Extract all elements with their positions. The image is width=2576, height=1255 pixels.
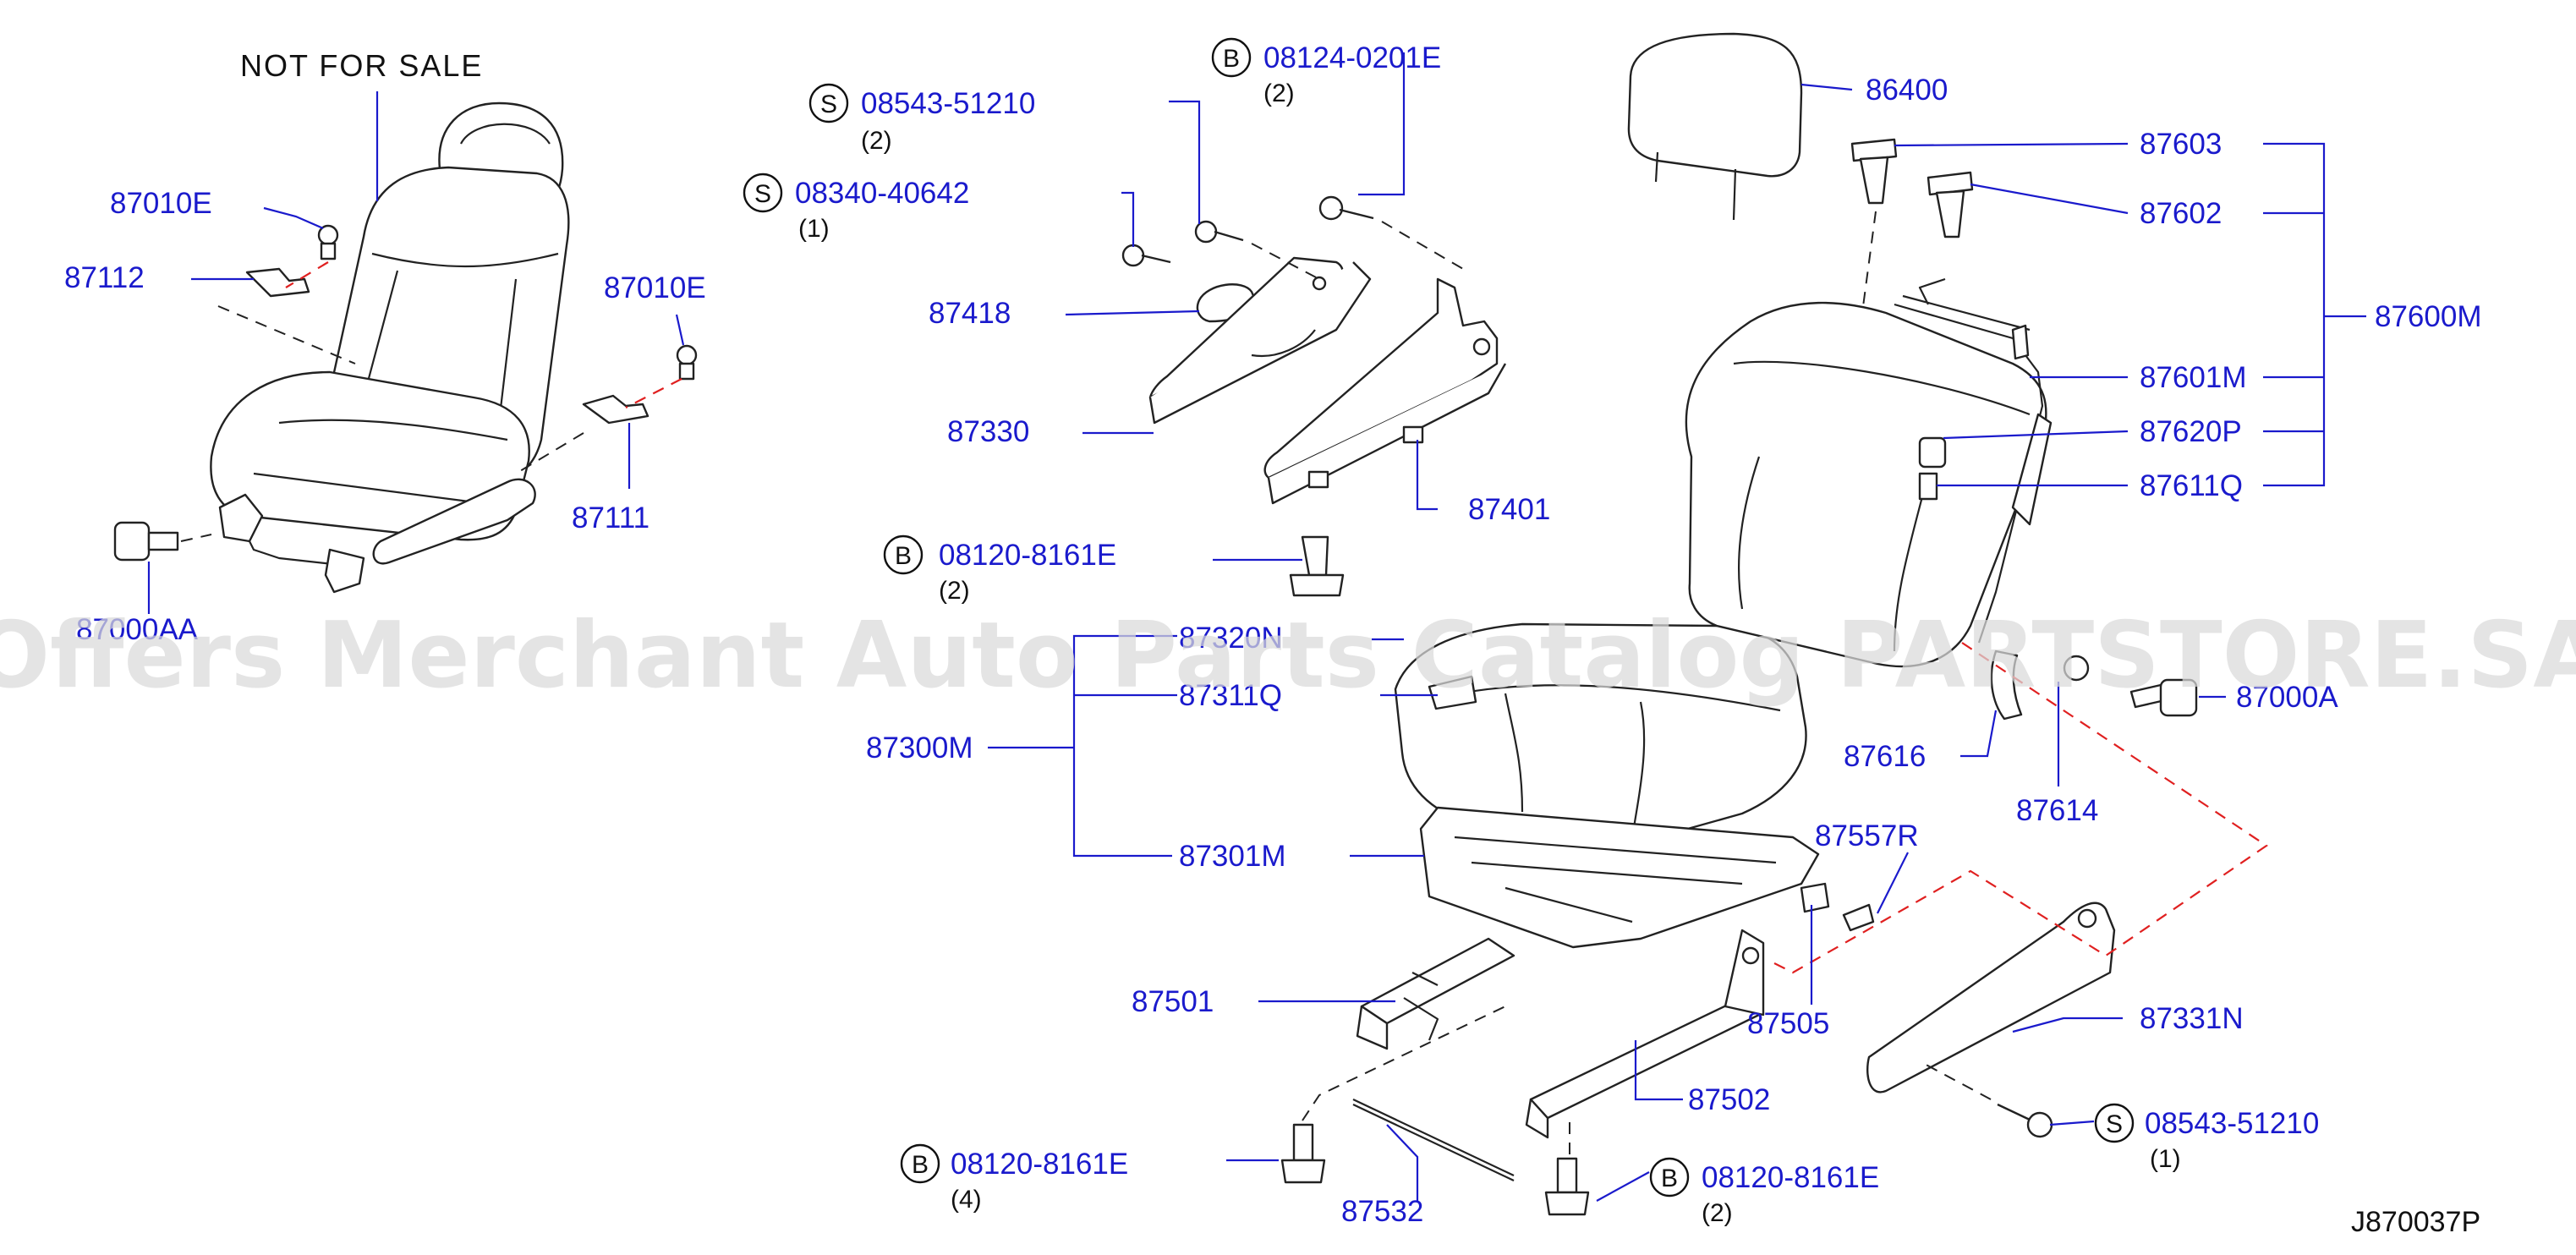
callout-87557r[interactable]: 87557R bbox=[1815, 819, 1919, 852]
qty-08543-51210-a: (2) bbox=[861, 127, 892, 155]
diagram-reference-code: J870037P bbox=[2351, 1206, 2480, 1238]
qty-08120-8161e-a: (2) bbox=[939, 577, 970, 605]
callout-08124-0201e[interactable]: 08124-0201E bbox=[1263, 41, 1441, 74]
cover-87111-icon bbox=[582, 394, 649, 425]
callout-87600m[interactable]: 87600M bbox=[2375, 300, 2481, 333]
callout-87620p[interactable]: 87620P bbox=[2140, 415, 2242, 448]
callout-08543-51210-b[interactable]: 08543-51210 bbox=[2145, 1107, 2319, 1140]
callout-86400[interactable]: 86400 bbox=[1866, 74, 1948, 107]
callout-87301m[interactable]: 87301M bbox=[1179, 840, 1285, 873]
callout-87331n[interactable]: 87331N bbox=[2140, 1002, 2244, 1035]
badge-08120-a: B bbox=[895, 542, 912, 570]
callout-87502[interactable]: 87502 bbox=[1688, 1083, 1770, 1116]
callout-08120-8161e-b[interactable]: 08120-8161E bbox=[951, 1148, 1128, 1181]
callout-87505[interactable]: 87505 bbox=[1747, 1007, 1829, 1040]
bolt-87000a-icon bbox=[2129, 678, 2198, 717]
bolt-08120-b-icon bbox=[1280, 1123, 1326, 1184]
callout-87000a[interactable]: 87000A bbox=[2236, 681, 2338, 714]
qty-08120-8161e-b: (4) bbox=[951, 1186, 982, 1214]
screw-08340-icon bbox=[1121, 244, 1171, 267]
callout-87300m[interactable]: 87300M bbox=[866, 732, 973, 765]
callout-08120-8161e-a[interactable]: 08120-8161E bbox=[939, 539, 1116, 572]
callout-87532[interactable]: 87532 bbox=[1341, 1195, 1423, 1228]
callout-87311q[interactable]: 87311Q bbox=[1179, 679, 1282, 712]
callout-87112[interactable]: 87112 bbox=[64, 261, 145, 294]
cushion-assembly-illustration bbox=[1280, 535, 1875, 1216]
callout-87602[interactable]: 87602 bbox=[2140, 197, 2222, 230]
badge-08543-b: S bbox=[2106, 1110, 2123, 1138]
callout-87320n[interactable]: 87320N bbox=[1179, 622, 1283, 655]
bolt-87000aa-icon bbox=[113, 521, 212, 562]
bolt-08124-icon bbox=[1318, 195, 1374, 221]
callout-08120-8161e-c[interactable]: 08120-8161E bbox=[1702, 1161, 1879, 1194]
guide-87603-icon bbox=[1850, 138, 1898, 205]
callout-87330[interactable]: 87330 bbox=[947, 415, 1029, 448]
callout-87010e-left[interactable]: 87010E bbox=[110, 187, 212, 220]
callout-87501[interactable]: 87501 bbox=[1132, 985, 1214, 1018]
callout-08340-40642[interactable]: 08340-40642 bbox=[795, 177, 969, 210]
seatback-assembly-illustration bbox=[1627, 32, 2268, 1138]
bolt-08120-a-icon bbox=[1289, 535, 1345, 597]
qty-08120-8161e-c: (2) bbox=[1702, 1199, 1733, 1227]
screw-08543-b-icon bbox=[1997, 1103, 2053, 1138]
callout-87000aa[interactable]: 87000AA bbox=[76, 613, 199, 646]
badge-08120-b: B bbox=[912, 1151, 929, 1179]
badge-08120-c: B bbox=[1661, 1165, 1678, 1192]
part-labels: NOT FOR SALE 87010E 87112 87010E 87111 8… bbox=[64, 41, 2481, 1238]
callout-87601m[interactable]: 87601M bbox=[2140, 361, 2246, 394]
callout-87111[interactable]: 87111 bbox=[572, 501, 649, 534]
callout-87611q[interactable]: 87611Q bbox=[2140, 469, 2243, 502]
qty-08340-40642: (1) bbox=[798, 215, 830, 243]
fastener-badges: S S B B B B S bbox=[743, 37, 2135, 1197]
screw-08543-a-icon bbox=[1194, 220, 1244, 244]
clip-87010e-left-icon bbox=[317, 224, 339, 260]
callout-87418[interactable]: 87418 bbox=[929, 297, 1011, 330]
callout-87616[interactable]: 87616 bbox=[1844, 740, 1926, 773]
qty-08543-51210-b: (1) bbox=[2150, 1145, 2181, 1173]
callout-87603[interactable]: 87603 bbox=[2140, 128, 2222, 161]
guide-87602-icon bbox=[1927, 171, 1974, 238]
leader-lines bbox=[147, 52, 2366, 1202]
callout-08543-51210-a[interactable]: 08543-51210 bbox=[861, 87, 1035, 120]
complete-seat-illustration bbox=[113, 101, 698, 594]
recliner-cover-illustration bbox=[1121, 195, 1507, 505]
bolt-08120-c-icon bbox=[1544, 1157, 1590, 1216]
not-for-sale-note: NOT FOR SALE bbox=[240, 48, 483, 83]
badge-08124: B bbox=[1223, 45, 1240, 73]
callout-87401[interactable]: 87401 bbox=[1468, 493, 1550, 526]
clip-87010e-right-icon bbox=[676, 344, 698, 381]
callout-87010e-right[interactable]: 87010E bbox=[604, 271, 706, 304]
badge-08340: S bbox=[754, 180, 771, 208]
watermark: Offers Merchant Auto Parts Catalog PARTS… bbox=[0, 603, 2576, 709]
callout-87614[interactable]: 87614 bbox=[2016, 794, 2098, 827]
cover-87112-icon bbox=[245, 267, 310, 298]
badge-08543-a: S bbox=[820, 90, 837, 118]
qty-08124-0201e: (2) bbox=[1263, 79, 1295, 107]
